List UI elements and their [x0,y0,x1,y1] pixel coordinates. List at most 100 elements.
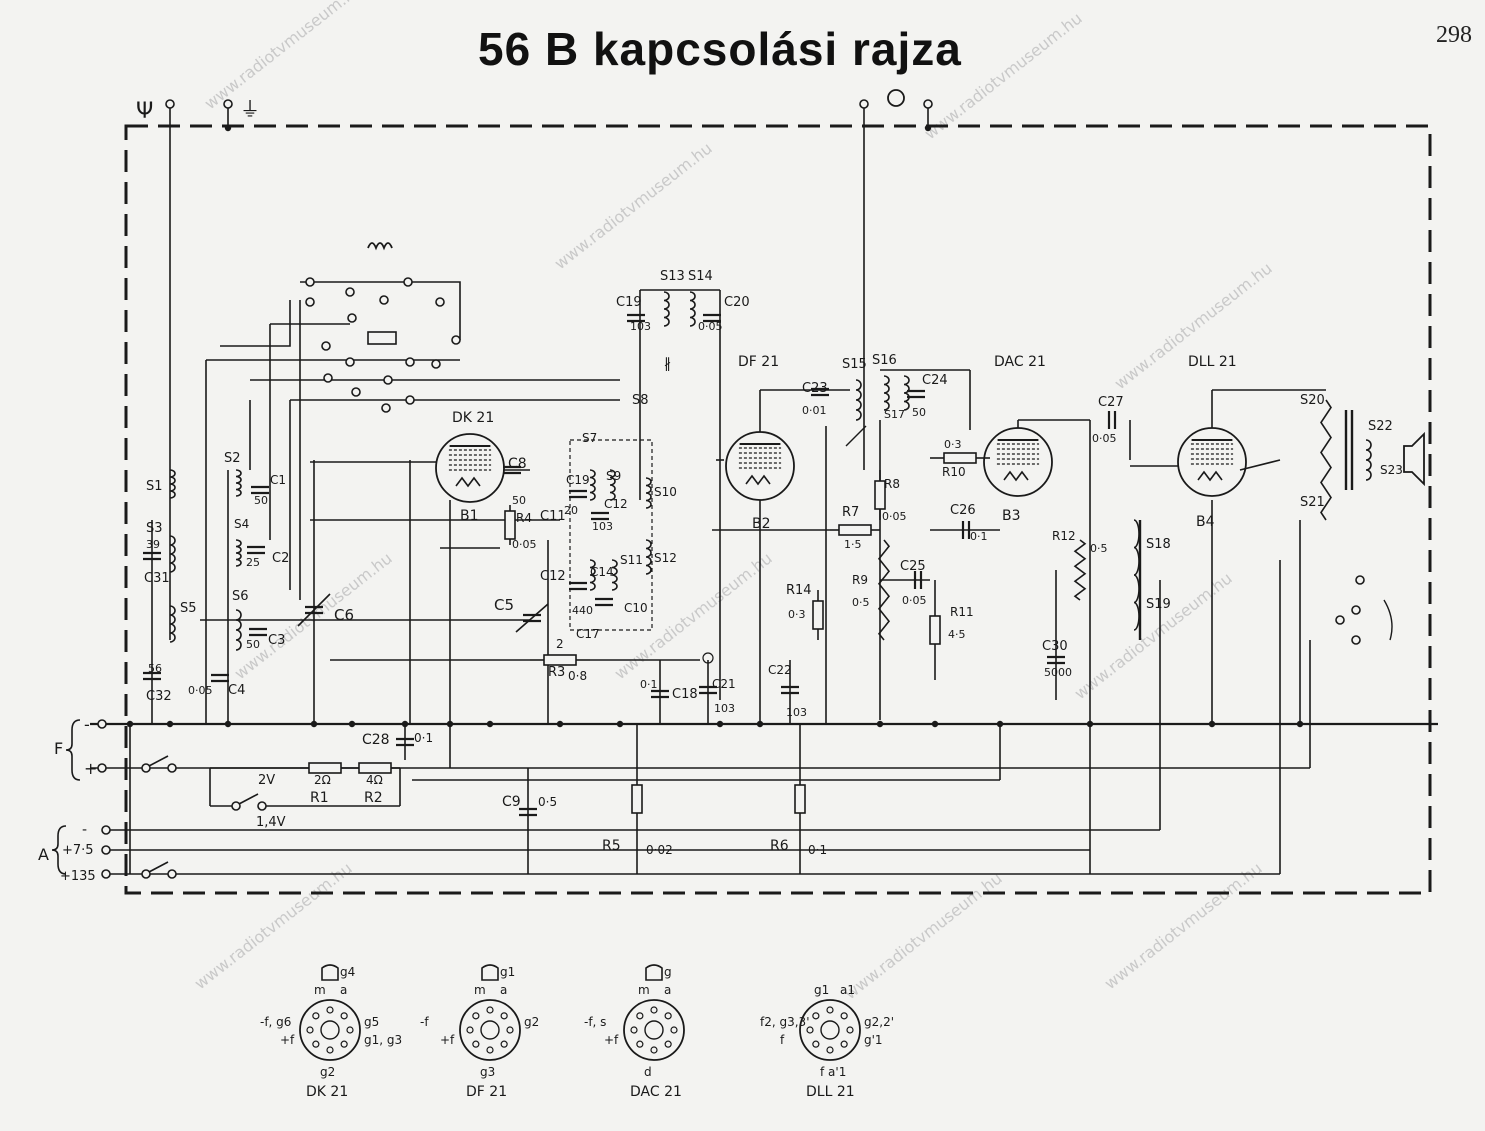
wire [220,300,291,347]
capacitor-C10-label: C10 [624,601,648,615]
power-label-a-minus: - [82,822,87,838]
capacitor-C2-label: C2 [272,551,289,566]
voltage-selector-a [231,801,241,811]
junction-dot [446,720,454,728]
junction-dot [931,720,939,728]
capacitor-C27-label: C27 [1098,395,1124,410]
capacitor-C23-value: 0·01 [802,404,827,417]
switch-contact [351,387,361,397]
potentiometer-R12-value: 0·5 [1090,542,1108,555]
base-pin [312,1012,320,1020]
page-number: 298 [1436,22,1472,48]
capacitor-C31-value: 39 [146,538,160,551]
watermark-text: www.radiotvmuseum.hu [201,0,366,113]
base-pin [340,1040,348,1048]
capacitor-C4-label: C4 [228,683,245,698]
tube-B4-DLL21 [1177,427,1247,497]
switch-contact [405,357,415,367]
junction-dot [486,720,494,728]
base-pin [326,1046,334,1054]
tube-B4-DLL21-envelope [1177,427,1247,497]
resistor-R8-label: R8 [884,477,900,491]
capacitor-C19top-value: 103 [630,320,651,333]
power-switch-a [148,861,169,873]
switch-contact [305,277,315,287]
resistor-R10-label: R10 [942,465,966,479]
capacitor-C14-label: C14 [590,565,614,579]
base-pin-label: m [474,983,486,997]
coil-S12 [645,539,652,575]
capacitor-C19-value: 20 [564,504,578,517]
capacitor-C2-value: 25 [246,556,260,569]
power-label-minus: - [84,715,90,734]
resistor-R7 [838,524,872,536]
selector-contact [1351,605,1361,615]
power-switch-f-a [141,763,151,773]
antenna-icon: Ψ [136,99,153,124]
switch-contact [305,297,315,307]
tube-B2-DF21 [725,431,795,501]
base-pin [346,1026,354,1034]
watermark-text: www.radiotvmuseum.hu [1111,259,1276,394]
tube-base-dac21 [623,964,685,1061]
base-pin-label: a [664,983,671,997]
junction-dot [126,720,134,728]
switch-contact [379,295,389,305]
resistor-R8-value: 0·05 [882,510,907,523]
tube-B3-designator: B3 [1002,508,1021,524]
coil-S3-label: S3 [146,521,163,536]
capacitor-C20-value: 0·05 [698,320,723,333]
base-pin-label: g1, g3 [364,1033,402,1047]
resistor-R11 [929,615,941,645]
capacitor-C19top-label: C19 [616,295,642,310]
coil-S10b [589,559,596,591]
capacitor-C23-label: C23 [802,381,828,396]
tube-B1-name: DK 21 [452,410,494,426]
f-plus-terminal [97,763,107,773]
base-pin-label: f a'1 [820,1065,846,1079]
junction-dot [224,124,232,132]
base-tube-name: DAC 21 [630,1084,682,1100]
tube-base-dll21 [799,999,861,1061]
tube-B4-designator: B4 [1196,514,1215,530]
resistor-R9 [877,539,891,641]
base-pin [650,1006,658,1014]
switch-contact [403,277,413,287]
resistor-R1-label: R1 [310,790,329,806]
tube-B2-designator: B2 [752,516,771,532]
base-tube-name: DF 21 [466,1084,507,1100]
base-pin-label: f [780,1033,785,1047]
selector-contact [1351,635,1361,645]
antenna-terminal [165,99,175,109]
power-label-A: A [38,845,49,864]
capacitor-C17-label: C17 [576,627,600,641]
capacitor-C6-label: C6 [334,606,354,624]
choke-S18-label: S18 [1146,537,1171,552]
switch-contact [431,359,441,369]
base-pin [664,1012,672,1020]
resistor-R9-label: R9 [852,573,868,587]
switch-contact [345,287,355,297]
base-pin [326,1006,334,1014]
power-label-plus: + [84,759,97,778]
coil-S14 [689,291,696,327]
coil-S10-label: S10 [654,485,677,499]
base-pin-label: g2 [320,1065,335,1079]
resistor-R6-value: 0·1 [808,843,827,857]
coil-S2-label: S2 [224,451,241,466]
base-pin [486,1046,494,1054]
capacitor-C27-value-b: 0·05 [1092,432,1117,445]
power-label-F: F [54,739,63,758]
coil-S6-label: S6 [232,589,249,604]
voltage-selector [238,793,259,805]
resistor-R5 [631,784,643,814]
base-pin [650,1046,658,1054]
capacitor-C24-value: 50 [912,406,926,419]
resistor-R5-label: R5 [602,838,621,854]
junction-dot [310,720,318,728]
capacitor-C6-arrow [297,593,331,627]
resistor-R3 [543,654,577,666]
test-point [702,652,714,664]
switch-contact [435,297,445,307]
